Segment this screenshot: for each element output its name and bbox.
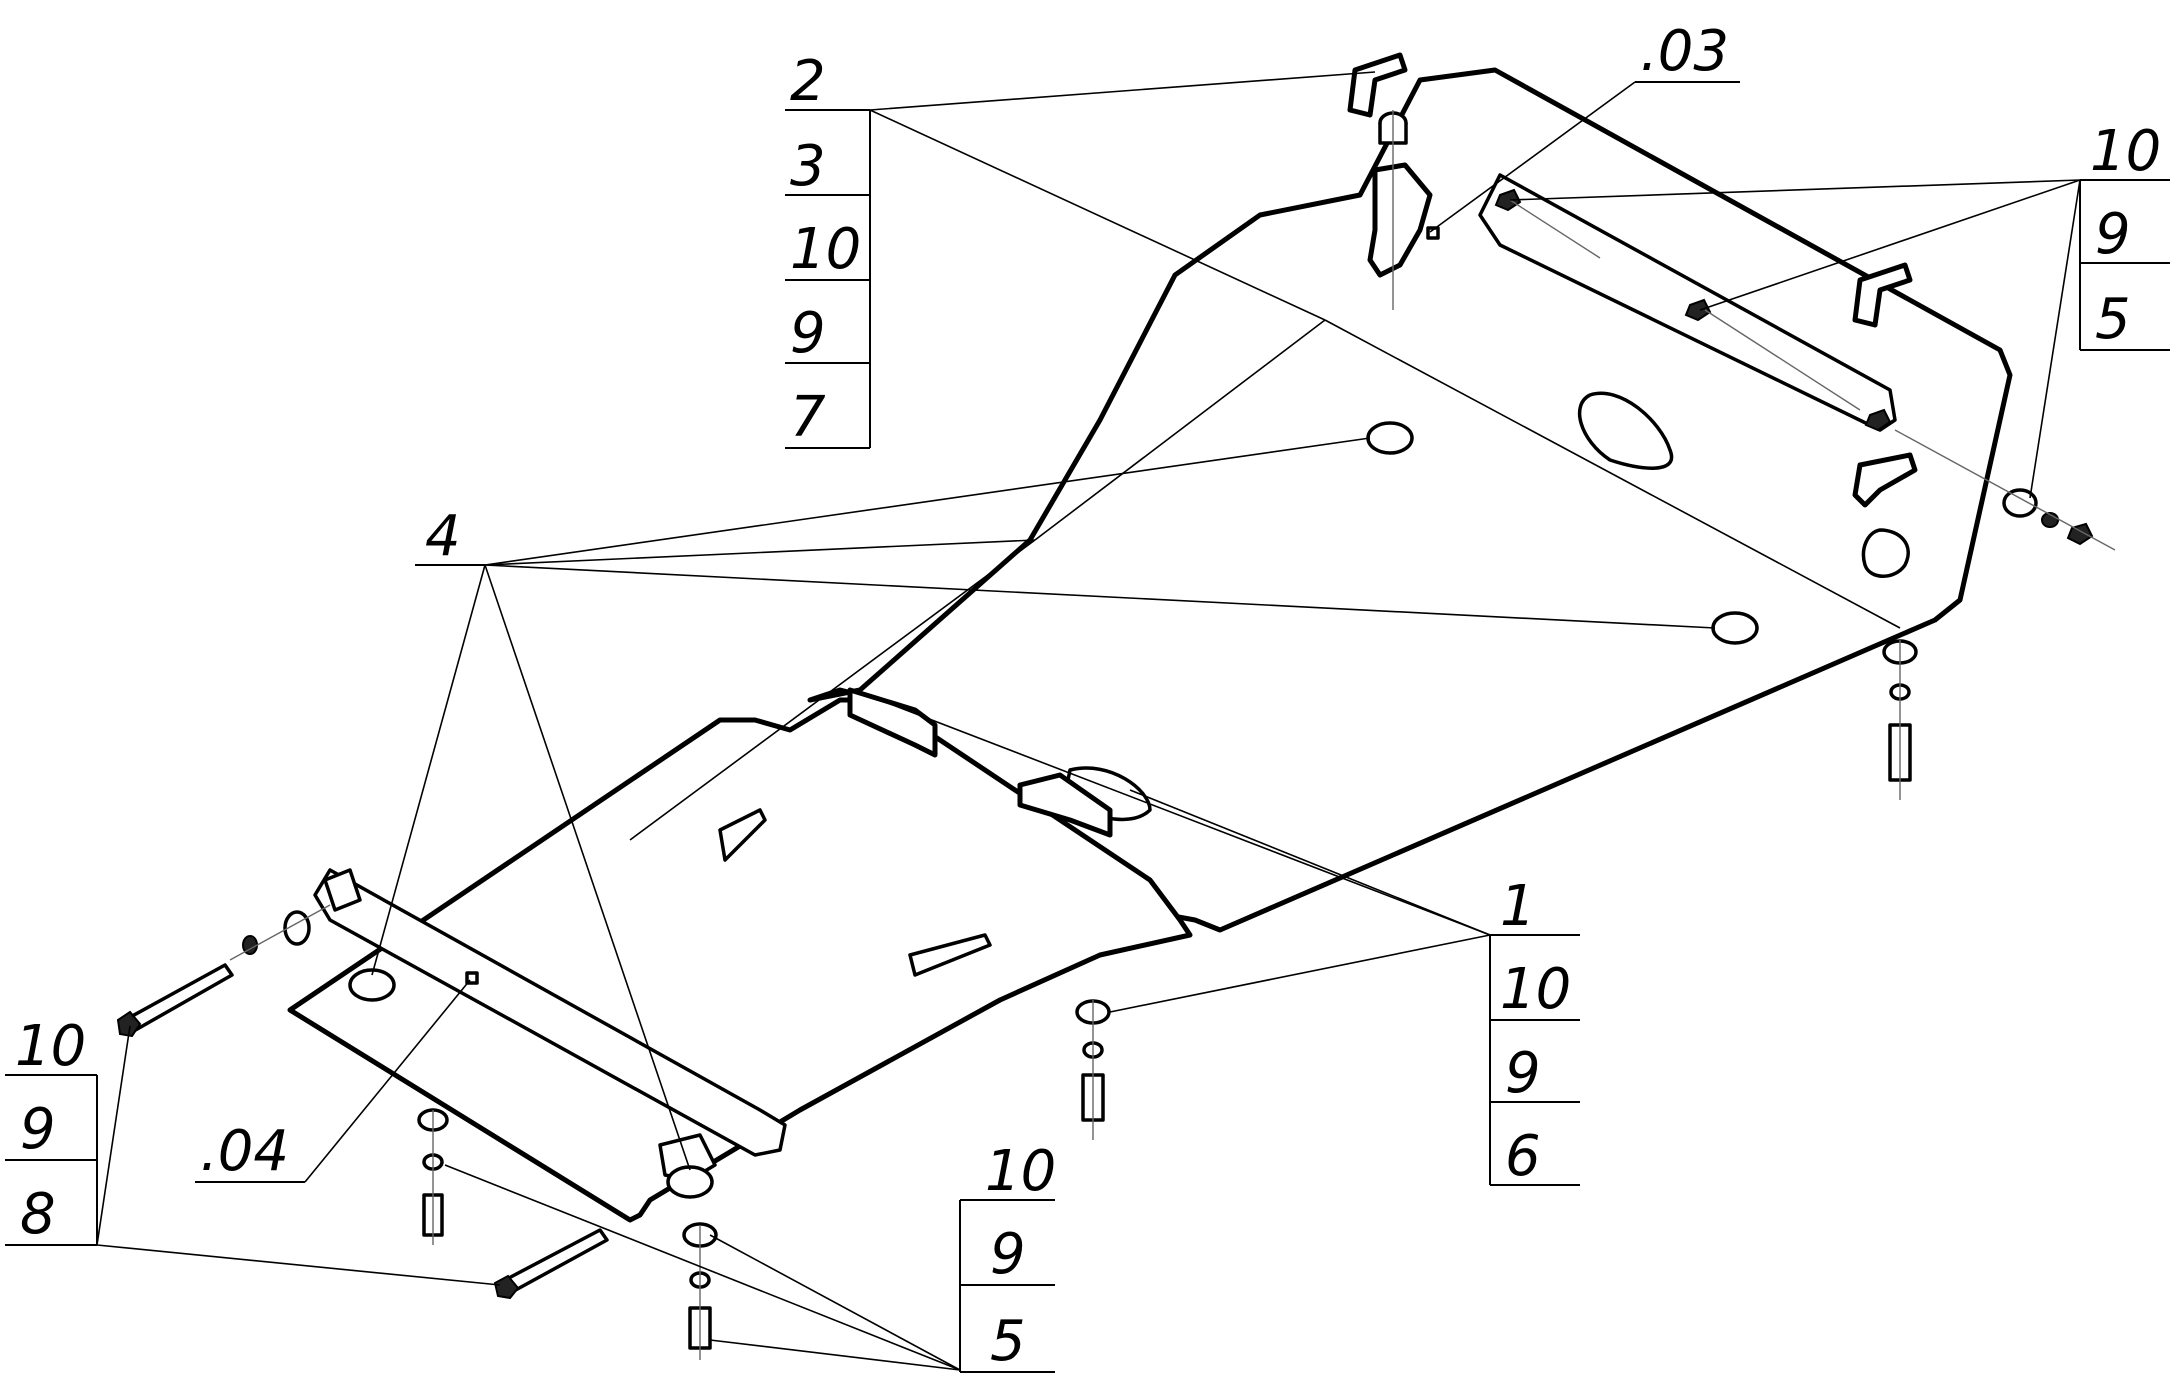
long-bolt-left-head [116,1010,142,1038]
callout-label-2: 2 [790,49,826,114]
callout-label-8: 8 [20,1182,56,1247]
front-crossbar [313,868,787,1157]
callout-label-04: .04 [200,1119,289,1184]
brackets [323,52,1918,1182]
callout-label-10: 10 [15,1014,86,1079]
leader-lines [96,71,2081,1371]
callout-label-10: 10 [2090,119,2161,184]
callout-label-9: 9 [20,1097,56,1162]
slot-cutout-1 [718,808,767,862]
bracket-right-lower [1852,452,1918,508]
callout-label-4: 4 [425,504,461,569]
callout-stiffener: 4 [415,504,485,569]
callout-plate-03: .03 [1635,19,1740,84]
callout-label-03: .03 [1640,19,1729,84]
callout-label-10: 10 [1500,957,1571,1022]
bracket-middle [1017,772,1113,838]
bracket-front-stop [847,687,938,758]
callout-label-10: 10 [790,217,861,282]
nut-right [2066,522,2094,546]
callout-label-6: 6 [1505,1124,1541,1189]
bracket-top [1347,52,1408,118]
bracket-right [1852,262,1913,328]
callout-top-left-stack: 2 3 10 9 7 [785,49,871,450]
callout-label-9: 9 [990,1222,1026,1287]
callout-label-9: 9 [1505,1041,1541,1106]
weld-nut-front-right [666,1165,714,1199]
oval-cutout-rear [1578,391,1674,470]
long-bolt-bottom [503,1228,609,1294]
callout-plate-04: .04 [195,1119,305,1184]
callout-top-right-stack: 10 9 5 [2079,119,2170,352]
round-hole-rear [1861,528,1910,578]
callout-label-5: 5 [990,1309,1026,1374]
assembly-axes [229,110,2116,1360]
callout-label-3: 3 [790,134,826,199]
callout-label-10: 10 [985,1139,1056,1204]
weld-nut-rear [1366,421,1414,455]
skid-plate [287,67,2013,1223]
marker-03 [1426,226,1440,240]
weld-nut-right [1711,611,1759,645]
callout-label-1: 1 [1500,874,1536,939]
callout-label-5: 5 [2095,287,2131,352]
bracket-top-mount [1367,162,1433,278]
callout-bottom-stack: 10 9 5 [959,1139,1056,1374]
fasteners [116,111,2094,1350]
nut-rear-1 [1494,188,1522,212]
mount-tab-left [323,868,362,912]
nut-rear-2 [1684,298,1712,322]
weld-nut-front-left [348,968,396,1002]
callout-label-9: 9 [790,301,826,366]
callout-left-stack: 10 9 8 [5,1014,98,1247]
long-bolt-left [123,963,234,1034]
front-plate-outline [287,697,1193,1223]
washer-right-1 [2002,488,2038,518]
callout-label-9: 9 [2095,202,2131,267]
nut-rear-3 [1864,408,1892,432]
callout-label-7: 7 [790,385,826,450]
callout-middle-right-stack: 1 10 9 6 [1489,874,1580,1189]
slot-cutout-2 [908,933,992,977]
marker-04 [465,971,479,985]
long-bolt-bottom-head [493,1274,520,1300]
